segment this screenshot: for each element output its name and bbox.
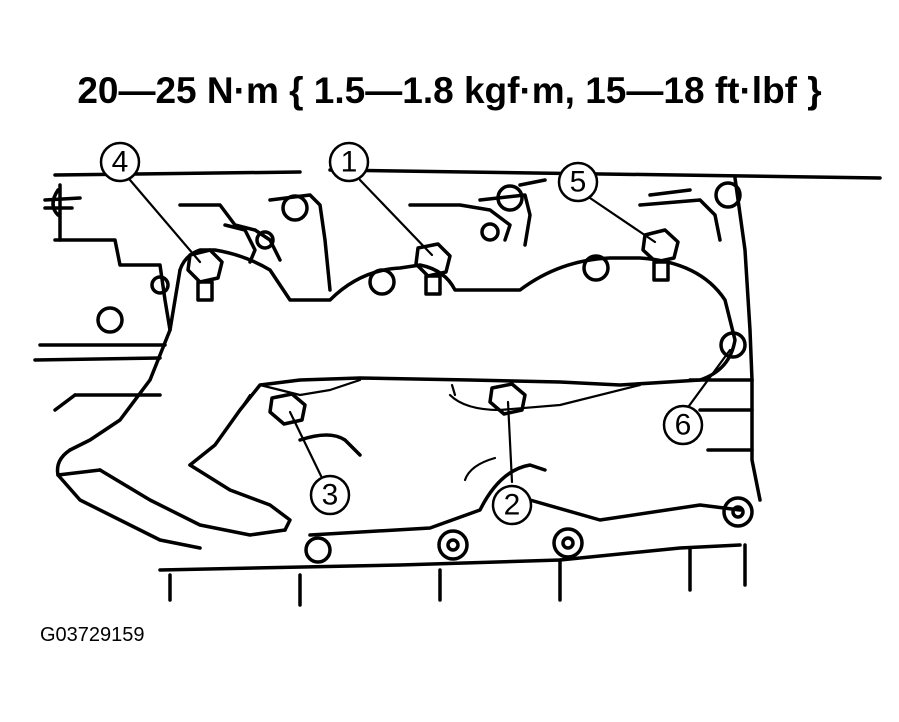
manifold-nut-3	[268, 392, 307, 426]
svg-text:2: 2	[504, 489, 521, 522]
svg-text:3: 3	[322, 479, 339, 512]
cylinder-head-outline	[33, 168, 882, 502]
svg-text:5: 5	[570, 166, 587, 199]
manifold-nut-5	[641, 228, 680, 282]
callout-6: 6	[662, 404, 704, 446]
svg-text:6: 6	[675, 409, 692, 442]
upper-brackets	[96, 178, 742, 334]
manifold-nut-2	[488, 382, 527, 416]
callout-2: 2	[491, 484, 533, 526]
callout-1: 1	[328, 141, 370, 183]
callout-3: 3	[309, 474, 351, 516]
manifold-nut-1	[414, 242, 452, 296]
callout-4: 4	[99, 141, 141, 183]
figure-id: G03729159	[40, 624, 145, 646]
svg-text:1: 1	[341, 146, 358, 179]
callout-5: 5	[557, 161, 599, 203]
svg-text:4: 4	[112, 146, 129, 179]
manifold-nut-4	[186, 248, 224, 302]
torque-specification: 20—25 N·m { 1.5—1.8 kgf·m, 15—18 ft·lbf …	[77, 70, 822, 111]
manifold-nut-6	[719, 331, 747, 359]
callout-leaders	[128, 178, 732, 484]
engine-block-lower	[158, 433, 754, 607]
